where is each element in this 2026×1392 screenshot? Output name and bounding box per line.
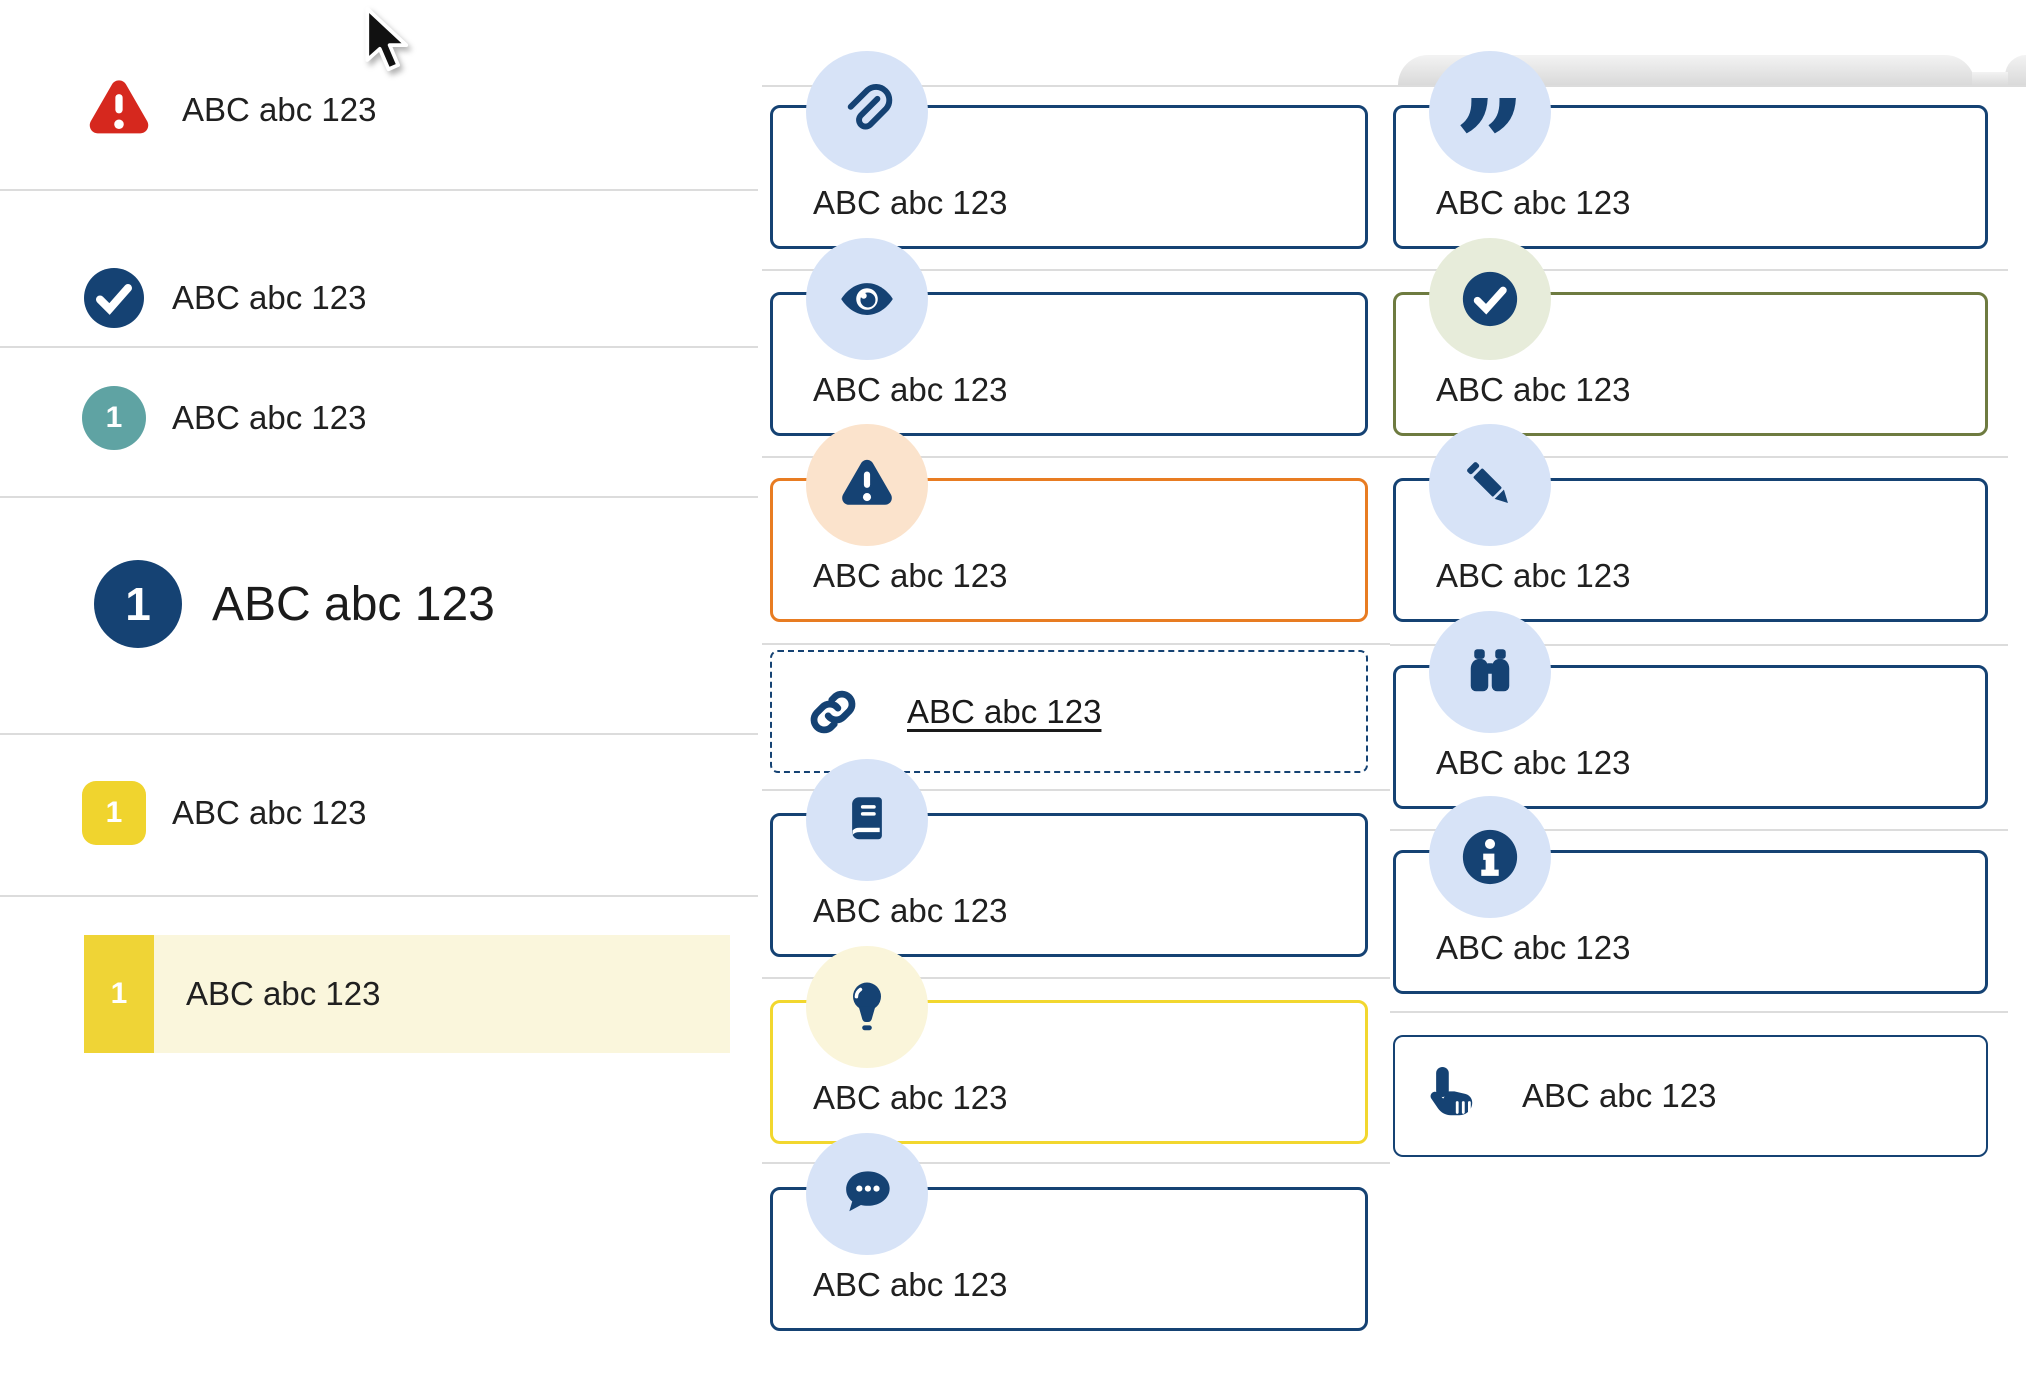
book-icon	[806, 759, 928, 881]
callout-label: ABC abc 123	[813, 892, 1008, 929]
lightbulb-icon	[806, 946, 928, 1068]
callout-quote: ” ABC abc 123	[1393, 51, 1988, 249]
callout-warning: ABC abc 123	[770, 424, 1368, 622]
callout-action: ABC abc 123	[1393, 1035, 1988, 1157]
callout-label: ABC abc 123	[1436, 184, 1631, 221]
divider	[762, 1162, 1390, 1164]
callout-label: ABC abc 123	[1522, 1077, 1717, 1114]
callout-label: ABC abc 123	[813, 371, 1008, 408]
callout-label: ABC abc 123	[813, 1079, 1008, 1116]
paperclip-icon	[806, 51, 928, 173]
divider	[0, 346, 758, 348]
list-item: ABC abc 123	[82, 77, 376, 143]
divider	[762, 269, 1390, 271]
hyperlink[interactable]: ABC abc 123	[907, 692, 1102, 730]
mouse-cursor	[364, 6, 410, 77]
divider	[0, 189, 758, 191]
list-item-label: ABC abc 123	[182, 91, 377, 128]
divider	[762, 85, 1390, 87]
check-circle-icon	[1429, 238, 1551, 360]
list-item: 1 ABC abc 123	[82, 385, 366, 451]
callout-attachment: ABC abc 123	[770, 51, 1368, 249]
callout-comment: ABC abc 123	[770, 1133, 1368, 1331]
callout-success: ABC abc 123	[1393, 238, 1988, 436]
divider	[1390, 85, 2026, 87]
quote-icon: ”	[1429, 51, 1551, 208]
callout-label: ABC abc 123	[1436, 557, 1631, 594]
number-badge: 1	[82, 386, 146, 450]
hand-point-icon	[1423, 1063, 1483, 1129]
divider	[0, 496, 758, 498]
alert-triangle-icon	[89, 80, 149, 134]
link-icon	[802, 681, 864, 743]
divider	[1390, 829, 2008, 831]
list-item-label: ABC abc 123	[172, 279, 367, 316]
check-circle-icon	[84, 268, 144, 328]
callout-label: ABC abc 123	[1436, 929, 1631, 966]
callout-edit: ABC abc 123	[1393, 424, 1988, 622]
eye-icon	[806, 238, 928, 360]
callout-label: ABC abc 123	[813, 1266, 1008, 1303]
callout-link: ABC abc 123	[770, 650, 1368, 773]
page-heading: ABC abc 123	[212, 577, 495, 631]
number-badge-selected: 1	[84, 935, 154, 1053]
divider	[0, 895, 758, 897]
chat-icon	[806, 1133, 928, 1255]
heading-row: 1 ABC abc 123	[94, 560, 495, 648]
scroll-bar-end	[2005, 55, 2026, 86]
callout-view: ABC abc 123	[770, 238, 1368, 436]
binoculars-icon	[1429, 611, 1551, 733]
list-item-label: ABC abc 123	[154, 935, 730, 1053]
list-item-selected[interactable]: 1 ABC abc 123	[84, 935, 730, 1053]
list-item-label: ABC abc 123	[172, 794, 367, 831]
callout-label: ABC abc 123	[1436, 744, 1631, 781]
list-item-label: ABC abc 123	[172, 399, 367, 436]
divider	[1390, 1011, 2008, 1013]
callout-label: ABC abc 123	[1436, 371, 1631, 408]
scroll-bar-joint	[1972, 72, 2008, 86]
callout-tip: ABC abc 123	[770, 946, 1368, 1144]
callout-search: ABC abc 123	[1393, 611, 1988, 809]
list-item: 1 ABC abc 123	[82, 781, 366, 845]
number-badge-square: 1	[82, 781, 146, 845]
divider	[762, 643, 1390, 645]
divider	[1390, 644, 2008, 646]
info-icon	[1429, 796, 1551, 918]
warning-icon	[806, 424, 928, 546]
callout-book: ABC abc 123	[770, 759, 1368, 957]
number-badge-large: 1	[94, 560, 182, 648]
callout-label: ABC abc 123	[813, 184, 1008, 221]
pencil-icon	[1429, 424, 1551, 546]
divider	[762, 456, 1390, 458]
divider	[1390, 456, 2008, 458]
divider	[762, 977, 1390, 979]
divider	[0, 733, 758, 735]
divider	[762, 789, 1390, 791]
callout-label: ABC abc 123	[813, 557, 1008, 594]
list-item: ABC abc 123	[82, 266, 366, 330]
callout-info: ABC abc 123	[1393, 796, 1988, 994]
divider	[1390, 269, 2008, 271]
